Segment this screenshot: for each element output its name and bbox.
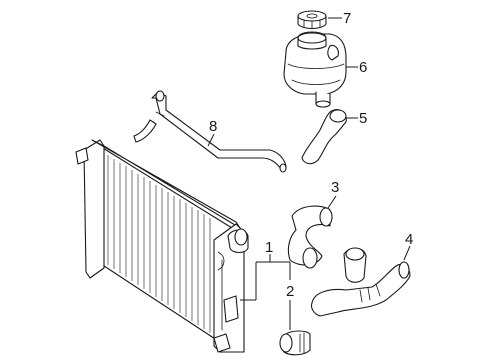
upper-hose-short xyxy=(287,205,333,269)
lower-hose-long xyxy=(310,247,411,317)
callout-4: 4 xyxy=(405,231,413,248)
leader-lines xyxy=(207,17,411,330)
vent-hose xyxy=(133,90,287,173)
callout-8: 8 xyxy=(209,118,217,135)
callout-1: 1 xyxy=(265,239,273,256)
callout-7: 7 xyxy=(343,10,351,27)
reservoir-hose xyxy=(301,109,347,165)
callout-2: 2 xyxy=(286,283,294,300)
radiator-core-fins xyxy=(107,155,211,333)
callout-5: 5 xyxy=(359,110,367,127)
radiator xyxy=(75,139,249,353)
callout-3: 3 xyxy=(331,179,339,196)
callout-labels: 1 2 3 4 5 6 7 8 xyxy=(209,10,413,300)
reservoir-cap xyxy=(297,10,327,30)
callout-6: 6 xyxy=(359,59,367,76)
drain-plug xyxy=(279,330,311,356)
coolant-reservoir xyxy=(283,31,347,108)
